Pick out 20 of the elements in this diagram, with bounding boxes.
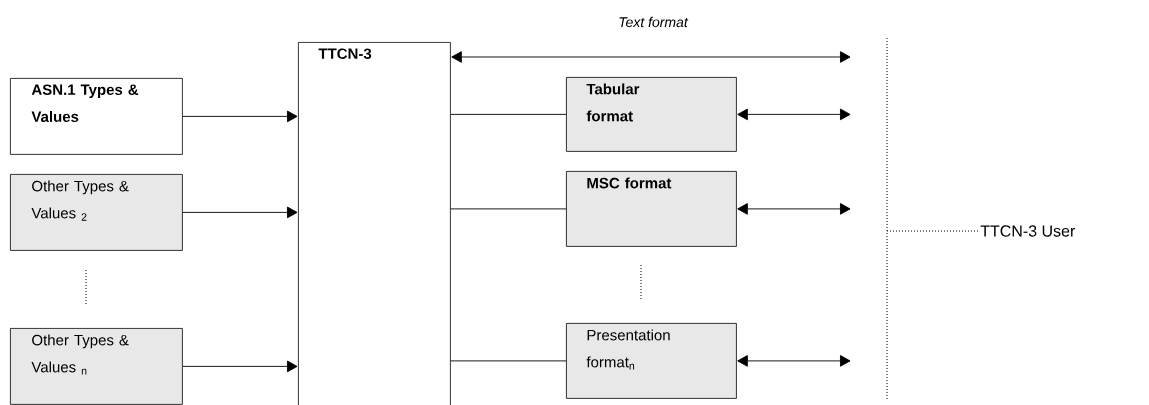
connector-line bbox=[450, 208, 567, 210]
arrow bbox=[737, 203, 851, 215]
process-box: ASN.1 Types & Values bbox=[10, 78, 183, 155]
process-box: Presentation format$_{n}$ bbox=[566, 323, 737, 399]
arrow bbox=[737, 355, 851, 367]
process-box: Other Types & Values $_{2}$ bbox=[10, 174, 183, 251]
actor-label: TTCN-3 User bbox=[980, 225, 1076, 237]
arrow bbox=[182, 110, 298, 123]
process-box: MSC format bbox=[566, 171, 737, 247]
connector-line bbox=[450, 113, 567, 115]
process-box: Other Types & Values $_{n}$ bbox=[10, 328, 183, 405]
process-box: Tabular format bbox=[566, 77, 737, 152]
arrow bbox=[182, 206, 298, 219]
edge-label: Text format bbox=[617, 15, 689, 29]
arrow bbox=[451, 51, 851, 63]
process-box: TTCN-3 bbox=[298, 42, 451, 405]
arrow bbox=[182, 360, 298, 373]
leader-line bbox=[886, 230, 979, 232]
arrow bbox=[737, 108, 851, 121]
connector-line bbox=[450, 360, 567, 362]
